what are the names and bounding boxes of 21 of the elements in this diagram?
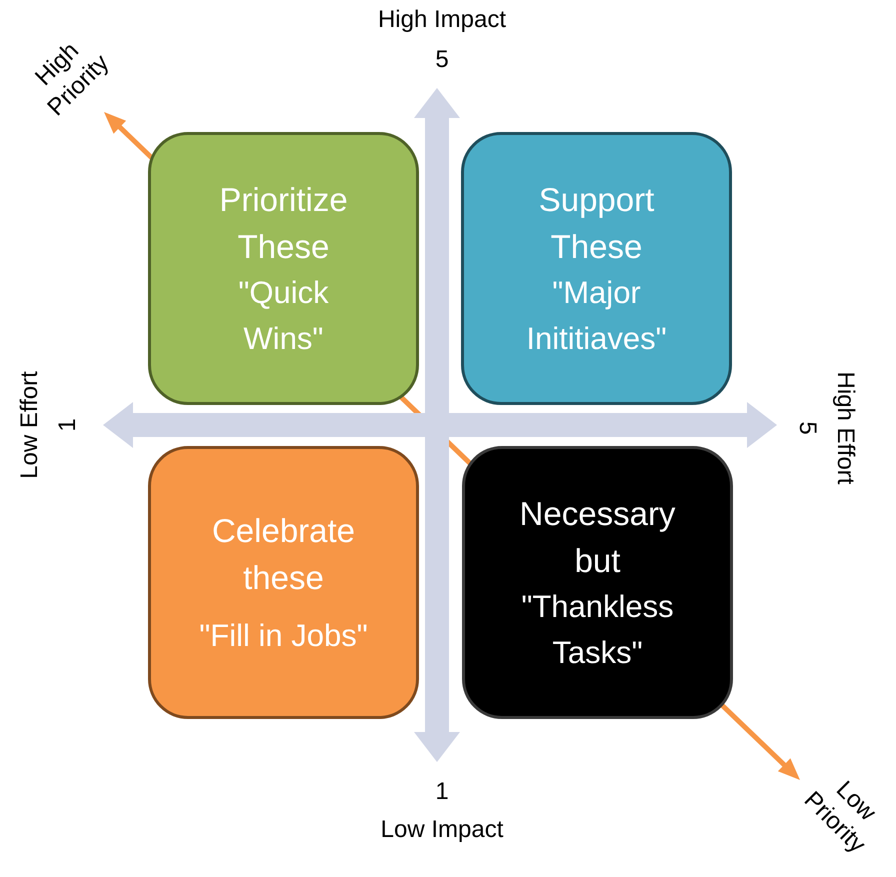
quadrant-box (148, 132, 419, 405)
quadrant-subtitle: "Thankless Tasks" (520, 588, 675, 672)
quadrant-subtitle: "Quick Wins" (237, 274, 330, 358)
quadrant-subtitle: "Major Inititiaves" (525, 274, 668, 358)
quadrant-title: Support These (538, 180, 656, 266)
effort-axis-arrow (103, 402, 777, 448)
axis-label: 5 (793, 421, 822, 435)
quadrant-box (461, 132, 732, 405)
axis-label: High Effort (831, 372, 860, 484)
axis-label: Low Impact (380, 815, 504, 845)
quadrant-subtitle: "Fill in Jobs" (199, 616, 368, 654)
axis-label: 5 (435, 45, 449, 75)
quadrant-title: Celebrate these (210, 510, 356, 598)
axis-label: 1 (53, 418, 82, 432)
quadrant-title: Prioritize These (218, 180, 349, 266)
impact-axis-arrow (414, 88, 460, 762)
axis-label: Low Effort (15, 371, 44, 479)
quadrant-box (148, 446, 419, 719)
axis-label: High Impact (378, 5, 506, 35)
axis-label: 1 (435, 777, 449, 807)
quadrant-title: Necessary but (518, 494, 676, 580)
